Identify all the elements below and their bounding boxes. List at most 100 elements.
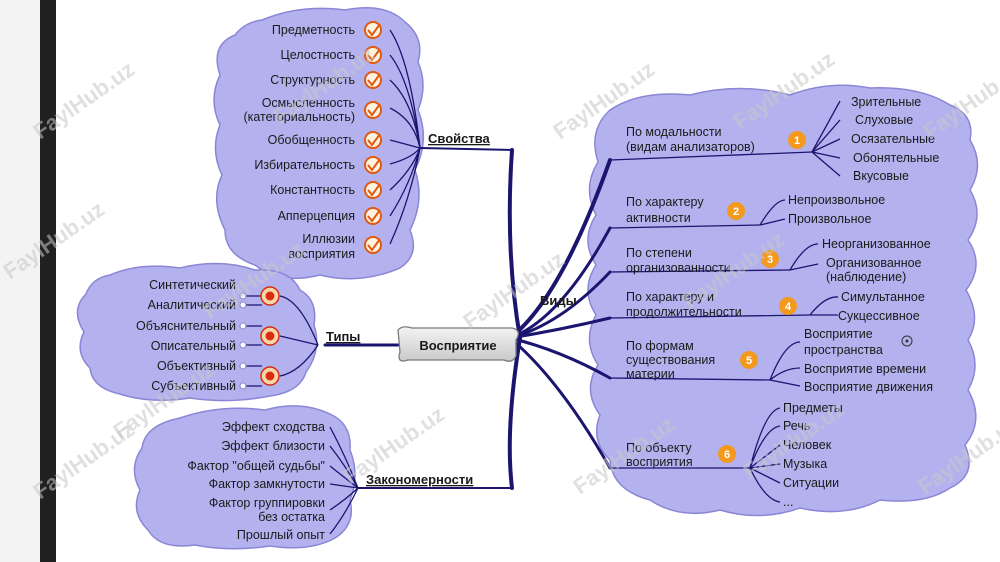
watermark-text: FaylHub.uz: [29, 416, 139, 504]
slide-left-bar: [40, 0, 56, 562]
vidy-item: Восприятие движения: [804, 380, 933, 394]
tipy-dots: [239, 292, 247, 390]
zakonomernosti-title: Закономерности: [366, 472, 473, 487]
tipy-item: Аналитический: [148, 298, 236, 312]
svojstva-items: Предметность Целостность Структурность О…: [243, 23, 355, 261]
expand-icon[interactable]: [901, 335, 913, 347]
svojstva-item: Обобщенность: [268, 133, 355, 147]
vidy-group-label: организованности: [626, 261, 731, 275]
watermark-text: FaylHub.uz: [29, 56, 139, 144]
badge-4: 4: [779, 297, 797, 315]
vidy-group-label: По характеру и: [626, 290, 714, 304]
vidy-group-label: продолжительности: [626, 305, 742, 319]
vidy-group-label: По объекту: [626, 441, 692, 455]
zakon-item: Эффект близости: [221, 439, 325, 453]
target-icon: [260, 326, 280, 346]
zakon-item: без остатка: [258, 510, 325, 524]
zakon-item: Эффект сходства: [222, 420, 325, 434]
tipy-items: Синтетический Аналитический Объяснительн…: [136, 278, 236, 393]
vidy-title: Виды: [540, 293, 577, 308]
vidy-group-label: По модальности: [626, 125, 722, 139]
tipy-item: Описательный: [151, 339, 236, 353]
check-icon: [364, 207, 382, 225]
zakon-item: Фактор замкнутости: [209, 477, 325, 491]
vidy-item: Произвольное: [788, 212, 871, 226]
tipy-item: Субъективный: [151, 379, 236, 393]
vidy-item: Зрительные: [851, 95, 921, 109]
vidy-item: Восприятие времени: [804, 362, 926, 376]
svojstva-item: Предметность: [272, 23, 355, 37]
svojstva-item: Апперцепция: [278, 209, 355, 223]
vidy-item: (наблюдение): [826, 270, 906, 284]
vidy-group-labels: По модальности (видам анализаторов) По х…: [626, 125, 755, 469]
svg-text:2: 2: [733, 206, 739, 218]
check-icon: [364, 101, 382, 119]
vidy-group-label: По характеру: [626, 195, 704, 209]
vidy-item: Симультанное: [841, 290, 925, 304]
svojstva-title: Свойства: [428, 131, 491, 146]
vidy-item: Обонятельные: [853, 151, 939, 165]
vidy-group-label: активности: [626, 211, 691, 225]
zakon-item: Фактор группировки: [209, 496, 325, 510]
vidy-item: Слуховые: [855, 113, 913, 127]
vidy-item: пространства: [804, 343, 883, 357]
tipy-title: Типы: [326, 329, 360, 344]
svojstva-item: Константность: [270, 183, 355, 197]
svg-text:3: 3: [767, 254, 773, 266]
vidy-group-label: По степени: [626, 246, 692, 260]
vidy-group-label: (видам анализаторов): [626, 140, 755, 154]
svg-text:1: 1: [794, 135, 800, 147]
check-icon: [364, 156, 382, 174]
vidy-group-label: существования: [626, 353, 715, 367]
vidy-item: Осязательные: [851, 132, 935, 146]
badge-3: 3: [761, 250, 779, 268]
check-icons: [364, 21, 382, 254]
check-icon: [364, 46, 382, 64]
slide-left-margin: [0, 0, 40, 562]
target-icon: [260, 286, 280, 306]
vidy-item: Речь: [783, 419, 810, 433]
vidy-item: Сукцессивное: [838, 309, 920, 323]
number-badges: 1 2 3 4 5 6: [718, 131, 806, 463]
main-branches: [323, 147, 612, 490]
tipy-item: Объективный: [157, 359, 236, 373]
tipy-item: Объяснительный: [136, 319, 236, 333]
zakonomernosti-items: Эффект сходства Эффект близости Фактор "…: [187, 420, 325, 542]
vidy-item: ...: [783, 495, 793, 509]
badge-6: 6: [718, 445, 736, 463]
svojstva-item: (категориальность): [243, 110, 355, 124]
vidy-item: Организованное: [826, 256, 922, 270]
badge-2: 2: [727, 202, 745, 220]
vidy-group-label: По формам: [626, 339, 694, 353]
badge-1: 1: [788, 131, 806, 149]
vidy-item: Ситуации: [783, 476, 839, 490]
zakon-item: Прошлый опыт: [237, 528, 325, 542]
svg-text:4: 4: [785, 301, 792, 313]
zakon-item: Фактор "общей судьбы": [187, 459, 325, 473]
badge-5: 5: [740, 351, 758, 369]
vidy-item: Непроизвольное: [788, 193, 885, 207]
svg-text:5: 5: [746, 355, 752, 367]
svojstva-item: Осмысленность: [262, 96, 355, 110]
vidy-item: Неорганизованное: [822, 237, 931, 251]
check-icon: [364, 236, 382, 254]
svg-text:6: 6: [724, 449, 730, 461]
svojstva-item: восприятия: [288, 247, 355, 261]
watermark-text: FaylHub.uz: [0, 196, 109, 284]
svojstva-item: Целостность: [281, 48, 356, 62]
vidy-item: Музыка: [783, 457, 827, 471]
vidy-item: Предметы: [783, 401, 843, 415]
vidy-items: Зрительные Слуховые Осязательные Обоняте…: [783, 95, 939, 509]
target-icon: [260, 366, 280, 386]
svojstva-item: Иллюзии: [302, 232, 355, 246]
check-icon: [364, 71, 382, 89]
target-icons: [260, 286, 280, 386]
center-label: Восприятие: [419, 338, 496, 353]
cloud-zakonomernosti: [133, 405, 356, 550]
svojstva-item: Структурность: [270, 73, 355, 87]
center-node[interactable]: Восприятие: [397, 326, 519, 362]
sub-branches: [245, 29, 841, 535]
vidy-item: Человек: [783, 438, 832, 452]
